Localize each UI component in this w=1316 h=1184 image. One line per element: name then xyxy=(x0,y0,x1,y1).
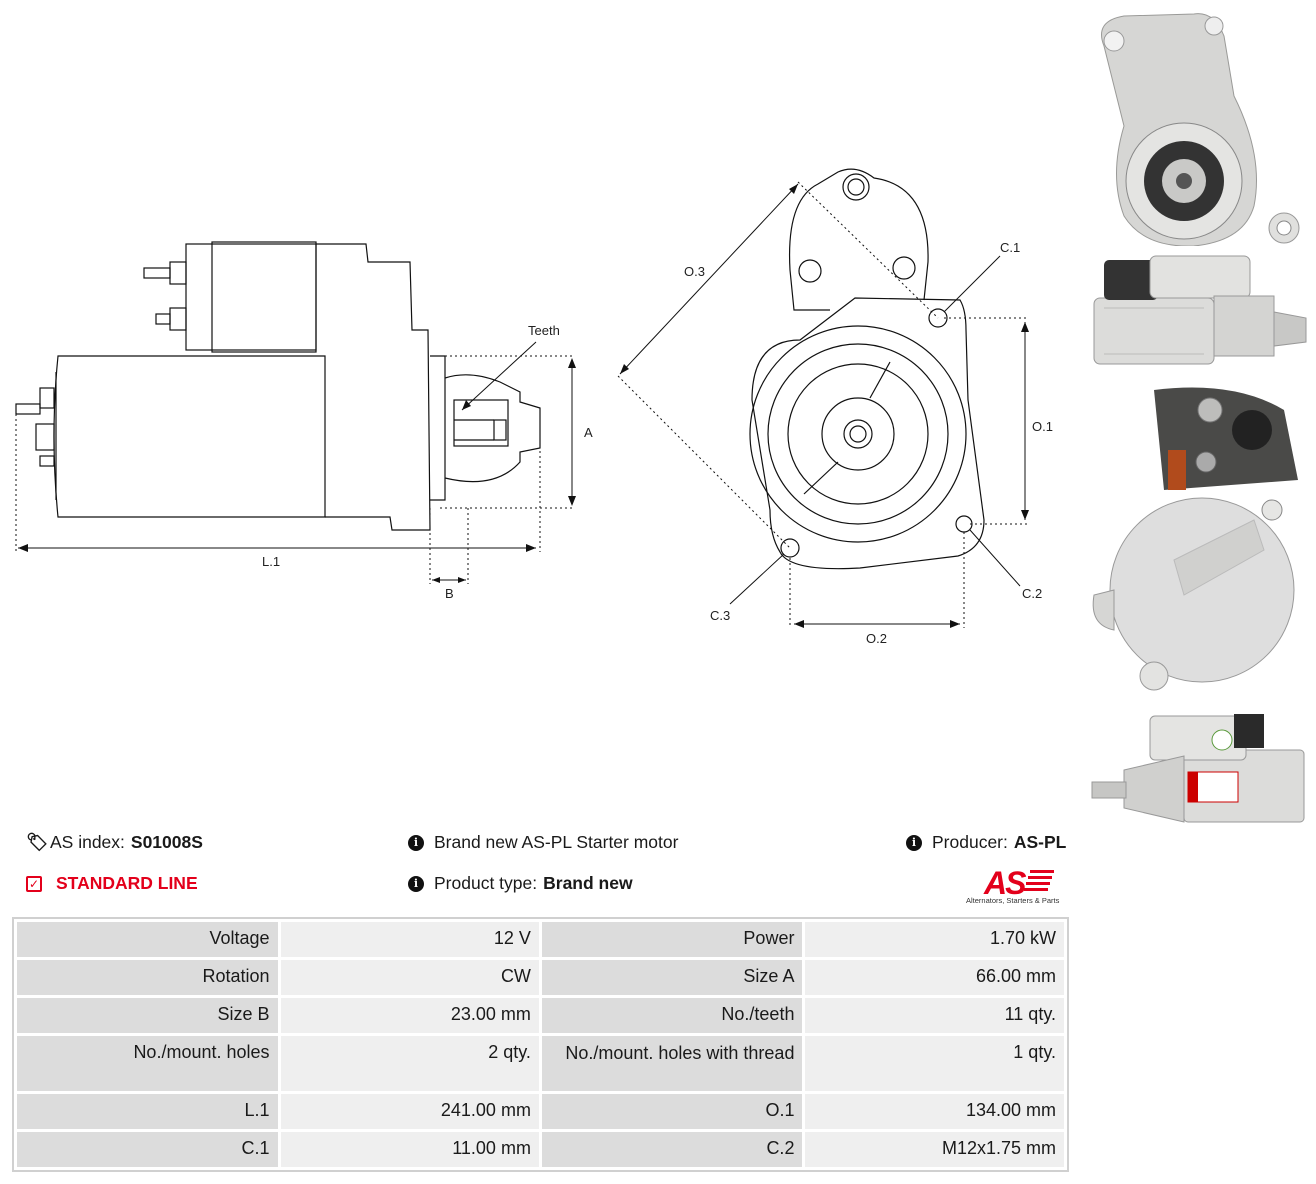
info-icon: i xyxy=(408,875,424,892)
spec-label: Rotation xyxy=(14,957,281,998)
spec-value: 66.00 mm xyxy=(802,957,1067,998)
table-row: C.1 11.00 mm C.2 M12x1.75 mm xyxy=(14,1129,1067,1170)
starter-side-view-label-image[interactable] xyxy=(1084,704,1312,836)
spec-value: 11.00 mm xyxy=(277,1129,542,1170)
standard-line-label: STANDARD LINE xyxy=(56,873,198,893)
starter-rear-view-image[interactable] xyxy=(1084,380,1312,700)
as-index-label: AS index: xyxy=(50,832,125,852)
label-b: B xyxy=(445,586,454,601)
as-pl-logo: AS xyxy=(983,865,1054,901)
logo-text: AS xyxy=(983,865,1027,901)
spec-label: C.2 xyxy=(538,1129,806,1170)
spec-value: 134.00 mm xyxy=(802,1091,1067,1132)
spec-label: No./mount. holes with thread xyxy=(538,1033,806,1094)
info-icon: i xyxy=(408,834,424,851)
spec-value: 241.00 mm xyxy=(277,1091,542,1132)
logo-subtitle: Alternators, Starters & Parts xyxy=(966,896,1060,905)
label-teeth: Teeth xyxy=(528,323,560,338)
label-l1: L.1 xyxy=(262,554,280,569)
table-row: No./mount. holes 2 qty. No./mount. holes… xyxy=(14,1033,1067,1094)
starter-front-view-image[interactable] xyxy=(1084,6,1312,246)
label-o3: O.3 xyxy=(684,264,705,279)
description: i Brand new AS-PL Starter motor xyxy=(408,832,678,853)
spec-label: Power xyxy=(538,919,806,960)
label-o2: O.2 xyxy=(866,631,887,646)
spec-value: 1.70 kW xyxy=(802,919,1067,960)
spec-label: No./mount. holes xyxy=(14,1033,281,1094)
specs-table: Voltage 12 V Power 1.70 kW Rotation CW S… xyxy=(12,917,1069,1172)
spec-label: C.1 xyxy=(14,1129,281,1170)
producer: i Producer: AS-PL xyxy=(906,832,1066,853)
product-photos xyxy=(1084,6,1312,836)
spec-value: M12x1.75 mm xyxy=(802,1129,1067,1170)
checkbox-icon: ✓ xyxy=(26,875,42,892)
table-row: Rotation CW Size A 66.00 mm xyxy=(14,957,1067,998)
table-row: L.1 241.00 mm O.1 134.00 mm xyxy=(14,1091,1067,1132)
technical-drawing: Teeth A L.1 B xyxy=(15,168,1053,646)
as-index: 🏷︎ AS index: S01008S xyxy=(26,832,203,853)
spec-value: 12 V xyxy=(277,919,542,960)
table-row: Voltage 12 V Power 1.70 kW xyxy=(14,919,1067,960)
spec-label: L.1 xyxy=(14,1091,281,1132)
tags-icon: 🏷︎ xyxy=(26,832,49,852)
producer-label: Producer: xyxy=(932,832,1008,852)
spec-label: Voltage xyxy=(14,919,281,960)
label-c1: C.1 xyxy=(1000,240,1020,255)
spec-value: 23.00 mm xyxy=(277,995,542,1036)
label-c2: C.2 xyxy=(1022,586,1042,601)
product-type-value: Brand new xyxy=(543,873,633,893)
standard-line: ✓ STANDARD LINE xyxy=(26,873,198,894)
spec-value: 11 qty. xyxy=(802,995,1067,1036)
spec-value: 2 qty. xyxy=(277,1033,542,1094)
label-c3: C.3 xyxy=(710,608,730,623)
table-row: Size B 23.00 mm No./teeth 11 qty. xyxy=(14,995,1067,1036)
spec-value: CW xyxy=(277,957,542,998)
info-icon: i xyxy=(906,834,922,851)
as-index-value: S01008S xyxy=(130,832,203,852)
label-a: A xyxy=(584,425,593,440)
spec-value: 1 qty. xyxy=(802,1033,1067,1094)
description-text: Brand new AS-PL Starter motor xyxy=(434,832,679,852)
spec-label: O.1 xyxy=(538,1091,806,1132)
spec-label: No./teeth xyxy=(538,995,806,1036)
spec-label: Size A xyxy=(538,957,806,998)
product-type-label: Product type: xyxy=(434,873,538,893)
starter-side-view-image[interactable] xyxy=(1084,246,1312,376)
label-o1: O.1 xyxy=(1032,419,1053,434)
producer-value: AS-PL xyxy=(1013,832,1067,852)
product-type: i Product type: Brand new xyxy=(408,873,633,894)
spec-label: Size B xyxy=(14,995,281,1036)
